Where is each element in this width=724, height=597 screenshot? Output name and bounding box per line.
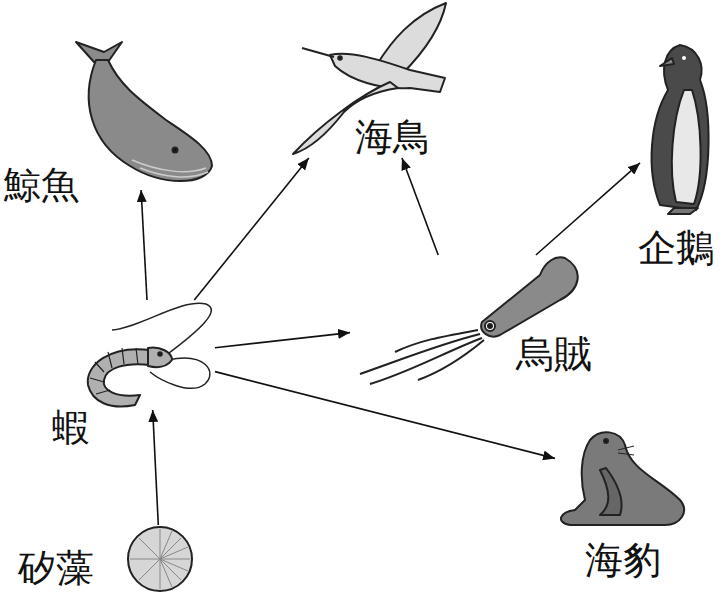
organism-label: 海豹 [585,540,661,582]
seal-drawing [561,432,684,525]
feeding-arrow [402,158,438,255]
feeding-arrow [194,158,308,300]
feeding-arrow [141,190,147,300]
shrimp-node: 蝦 [85,300,215,410]
organism-label: 矽藻 [18,548,94,590]
feeding-arrow [153,410,159,525]
shrimp-drawing [88,303,212,406]
organism-label: 海鳥 [355,117,431,159]
penguin-node: 企鵝 [640,40,720,215]
feeding-arrow [536,163,640,255]
organism-label: 蝦 [52,408,90,450]
organism-label: 鯨魚 [3,165,79,207]
penguin-drawing [652,45,709,214]
feeding-arrow [215,372,555,459]
feeding-arrow [215,333,350,348]
whale-drawing [76,42,212,181]
seabird-node: 海鳥 [295,0,450,158]
squid-node: 烏賊 [350,255,575,385]
diatom-node: 矽藻 [125,525,195,593]
organism-label: 企鵝 [638,228,714,270]
organism-label: 烏賊 [516,334,592,376]
whale-node: 鯨魚 [62,40,212,190]
seal-node: 海豹 [555,425,685,525]
diatom-drawing [128,527,192,591]
